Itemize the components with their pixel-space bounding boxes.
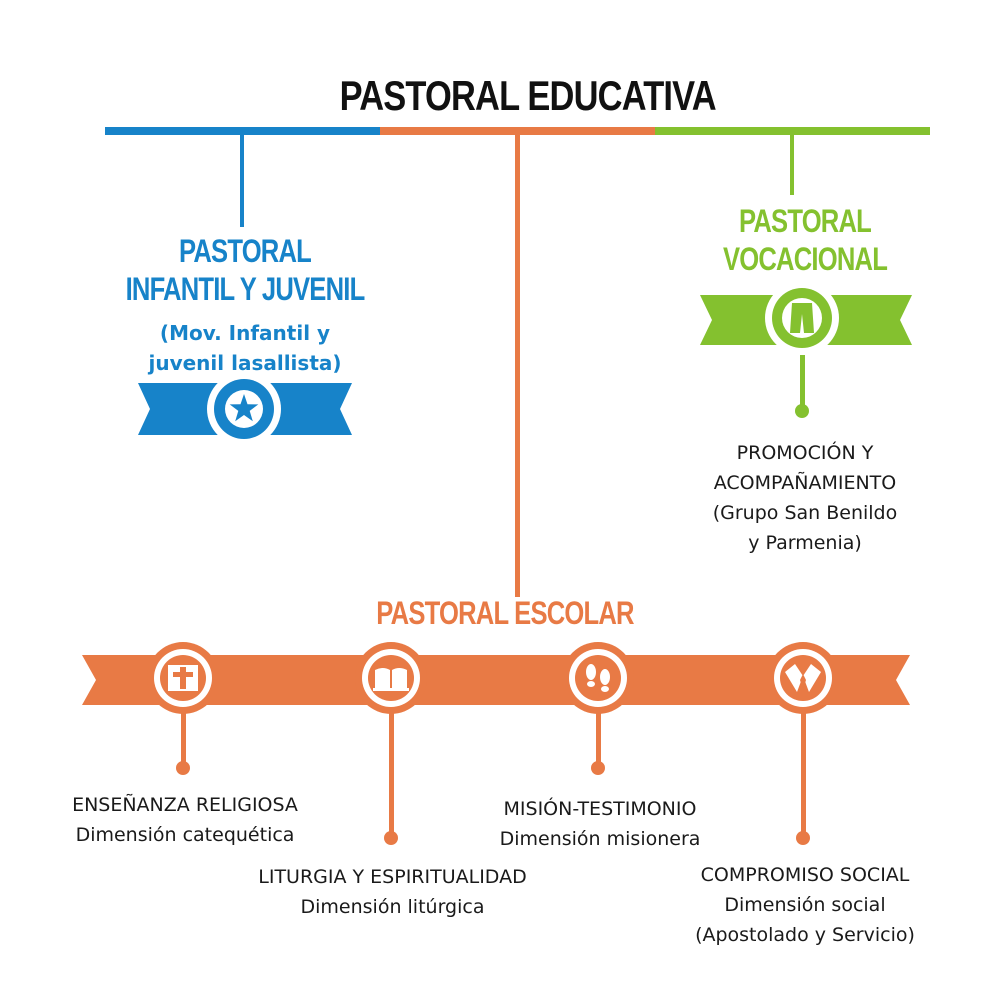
pin-item-4-dot bbox=[796, 831, 810, 845]
escolar-item-4-line3: (Apostolado y Servicio) bbox=[695, 924, 915, 946]
cassock-icon bbox=[765, 281, 839, 355]
escolar-title: PASTORAL ESCOLAR bbox=[376, 595, 634, 631]
vocacional-title: PASTORAL VOCACIONAL bbox=[705, 202, 905, 278]
escolar-item-2-label: LITURGIA Y ESPIRITUALIDAD Dimensión litú… bbox=[215, 862, 570, 922]
escolar-item-4-label: COMPROMISO SOCIAL Dimensión social (Apos… bbox=[650, 860, 960, 950]
escolar-item-4-line1: COMPROMISO SOCIAL bbox=[700, 864, 910, 886]
pin-item-3-stem bbox=[596, 712, 601, 768]
connector-vocacional bbox=[790, 135, 794, 195]
escolar-item-2-line1: LITURGIA Y ESPIRITUALIDAD bbox=[258, 866, 527, 888]
pin-item-1-dot bbox=[176, 761, 190, 775]
escolar-item-1-line2: Dimensión catequética bbox=[75, 824, 295, 846]
vocacional-label: PROMOCIÓN Y ACOMPAÑAMIENTO (Grupo San Be… bbox=[660, 438, 950, 558]
vocacional-label-line1: PROMOCIÓN Y bbox=[736, 442, 874, 464]
escolar-item-1-line1: ENSEÑANZA RELIGIOSA bbox=[72, 794, 298, 816]
infantil-title-line1: PASTORAL bbox=[178, 233, 312, 269]
cross-icon bbox=[147, 642, 219, 714]
infantil-subtitle-line2: juvenil lasallista) bbox=[148, 351, 342, 375]
vocacional-label-line2: ACOMPAÑAMIENTO bbox=[713, 472, 897, 494]
top-bar-orange bbox=[380, 127, 655, 135]
pin-item-2-stem bbox=[389, 712, 394, 838]
ribbon-escolar bbox=[82, 655, 910, 705]
pin-vocacional-stem bbox=[800, 355, 805, 411]
vocacional-title-line1: PASTORAL bbox=[738, 203, 872, 239]
pin-item-3-dot bbox=[591, 761, 605, 775]
vocacional-label-line4: y Parmenia) bbox=[748, 532, 862, 554]
escolar-item-3-line2: Dimensión misionera bbox=[499, 828, 701, 850]
infantil-subtitle-line1: (Mov. Infantil y bbox=[159, 321, 331, 345]
diagram-title: PASTORAL EDUCATIVA bbox=[339, 72, 717, 119]
bible-icon bbox=[355, 642, 427, 714]
escolar-item-1-label: ENSEÑANZA RELIGIOSA Dimensión catequétic… bbox=[20, 790, 350, 850]
top-bar-green bbox=[655, 127, 930, 135]
infantil-title-line2: INFANTIL Y JUVENIL bbox=[125, 271, 366, 307]
infantil-subtitle: (Mov. Infantil y juvenil lasallista) bbox=[90, 318, 400, 378]
escolar-item-2-line2: Dimensión litúrgica bbox=[300, 896, 485, 918]
star-icon bbox=[207, 372, 281, 446]
connector-infantil bbox=[240, 135, 244, 227]
pin-item-1-stem bbox=[181, 712, 186, 768]
helping-hands-icon bbox=[767, 642, 839, 714]
escolar-item-4-line2: Dimensión social bbox=[724, 894, 886, 916]
pin-vocacional-dot bbox=[795, 404, 809, 418]
vocacional-label-line3: (Grupo San Benildo bbox=[712, 502, 898, 524]
escolar-item-3-line1: MISIÓN-TESTIMONIO bbox=[503, 798, 697, 820]
vocacional-title-line2: VOCACIONAL bbox=[722, 241, 888, 277]
pin-item-4-stem bbox=[801, 712, 806, 838]
connector-escolar bbox=[515, 135, 520, 597]
pin-item-2-dot bbox=[384, 831, 398, 845]
escolar-item-3-label: MISIÓN-TESTIMONIO Dimensión misionera bbox=[440, 794, 760, 854]
infantil-title: PASTORAL INFANTIL Y JUVENIL bbox=[121, 232, 369, 308]
footprints-icon bbox=[562, 642, 634, 714]
top-bar-blue bbox=[105, 127, 380, 135]
